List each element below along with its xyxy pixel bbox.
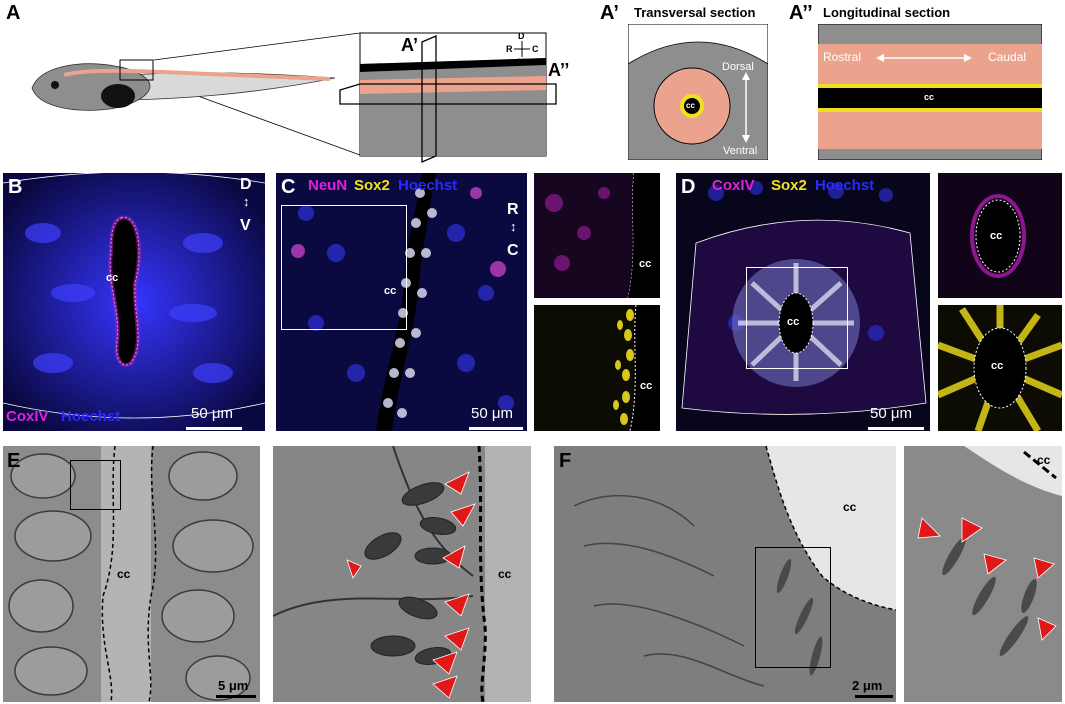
panel-d-inset1-cc: cc: [990, 230, 1003, 242]
panel-c-zoom-box: [281, 205, 407, 330]
panel-f-scale-text: 2 μm: [852, 678, 883, 693]
panel-e-zoom-image: [273, 446, 531, 702]
panel-b-image: [3, 173, 265, 431]
transversal-title: Transversal section: [634, 5, 756, 20]
panel-b-stain-coxiv: CoxIV: [6, 408, 49, 425]
panel-d-inset2-cc: cc: [991, 360, 1004, 372]
panel-b-scale-text: 50 μm: [191, 405, 233, 422]
caudal-label: Caudal: [988, 50, 1027, 64]
panel-c-stain-hoechst: Hoechst: [398, 177, 458, 194]
compass-d: D: [518, 31, 525, 41]
a2-plane-marker: A’’: [548, 60, 570, 80]
panel-f-cc: cc: [843, 500, 857, 514]
panel-c-orient-arrow: ↕: [510, 219, 517, 234]
panel-c-scale-bar: [469, 427, 523, 430]
panel-f-image: [554, 446, 896, 702]
panel-label-c: C: [281, 176, 296, 198]
panel-e-scale-bar: [216, 695, 256, 698]
panel-b-cc: cc: [106, 272, 119, 284]
panel-c-inset1-cc: cc: [639, 258, 652, 270]
panel-b-stain-hoechst: Hoechst: [61, 408, 121, 425]
panel-e-zoom-box: [70, 460, 121, 510]
panel-c-inset-yellow: [534, 305, 660, 431]
panel-label-a2: A’’: [789, 2, 813, 24]
panel-c-image: [276, 173, 527, 431]
panel-label-b: B: [8, 176, 23, 198]
panel-b-orient-v: V: [240, 217, 251, 234]
panel-d-image: [676, 173, 930, 431]
panel-d-stain-hoechst: Hoechst: [815, 177, 875, 194]
panel-label-a1: A’: [600, 2, 619, 24]
panel-label-e: E: [7, 450, 21, 472]
panel-d-zoom-box: [746, 267, 848, 369]
tadpole-schematic: [31, 32, 557, 163]
panel-label-d: D: [681, 176, 696, 198]
panel-f-zoom-box: [755, 547, 831, 668]
panel-c-scale-text: 50 μm: [471, 405, 513, 422]
panel-b-scale-bar: [186, 427, 242, 430]
panel-d-stain-coxiv: CoxIV: [712, 177, 755, 194]
panel-f-scale-bar: [855, 695, 893, 698]
dorsal-label: Dorsal: [722, 61, 754, 73]
panel-c-inset2-cc: cc: [640, 380, 653, 392]
panel-label-a: A: [6, 2, 21, 24]
panel-c-inset-magenta: [534, 173, 660, 298]
compass-r: R: [506, 44, 513, 54]
ventral-label: Ventral: [723, 145, 758, 157]
panel-f-zoom-cc: cc: [1037, 453, 1051, 467]
longitudinal-cc: cc: [924, 92, 935, 102]
panel-c-cc: cc: [384, 285, 397, 297]
panel-b-orient-arrow: ↕: [243, 194, 250, 209]
transversal-cc: cc: [686, 101, 695, 110]
compass-v: V: [518, 57, 525, 67]
a1-plane-marker: A’: [401, 35, 419, 55]
compass-c: C: [532, 44, 539, 54]
transversal-section-diagram: [628, 24, 768, 160]
panel-d-cc: cc: [787, 316, 800, 328]
longitudinal-title: Longitudinal section: [823, 5, 951, 20]
panel-f-zoom-image: [904, 446, 1062, 702]
panel-e-image: [3, 446, 260, 702]
panel-e-scale-text: 5 μm: [218, 678, 249, 693]
rostral-label: Rostral: [823, 50, 862, 64]
panel-e-zoom-cc: cc: [498, 567, 512, 581]
panel-b-orient-d: D: [240, 176, 252, 193]
panel-d-scale-text: 50 μm: [870, 405, 912, 422]
panel-d-inset-magenta: [938, 173, 1062, 298]
panel-d-inset-yellow: [938, 305, 1062, 431]
panel-d-scale-bar: [868, 427, 924, 430]
panel-c-orient-r: R: [507, 201, 519, 218]
panel-e-cc: cc: [117, 567, 131, 581]
longitudinal-section-diagram: [818, 24, 1042, 160]
panel-label-f: F: [559, 450, 572, 472]
panel-d-stain-sox2: Sox2: [771, 177, 807, 194]
panel-c-orient-c: C: [507, 242, 519, 259]
panel-c-stain-sox2: Sox2: [354, 177, 390, 194]
panel-c-stain-neun: NeuN: [308, 177, 348, 194]
